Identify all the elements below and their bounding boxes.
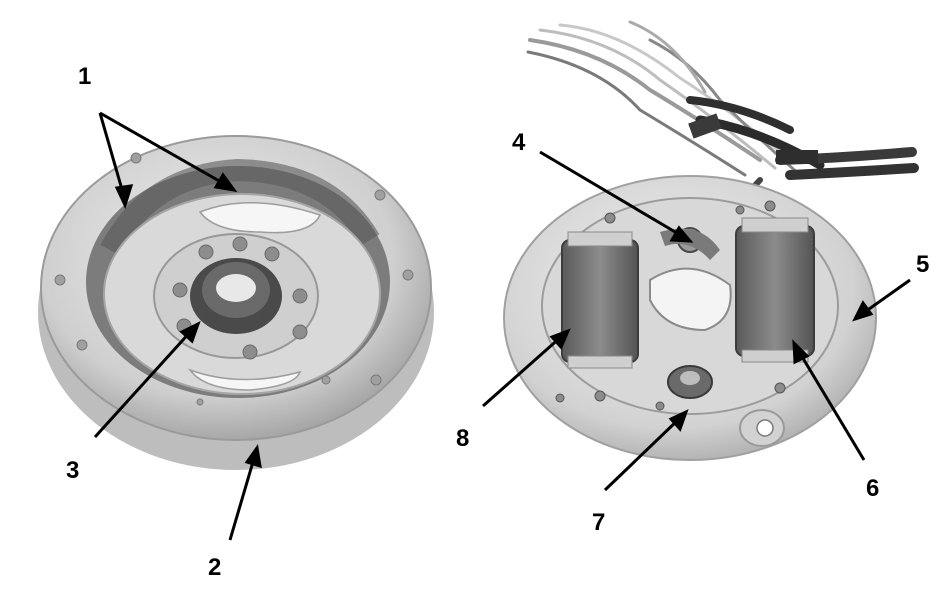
callout-2: 2 [208, 554, 221, 581]
callout-5: 5 [916, 251, 929, 278]
left-coil-core-top [568, 232, 632, 246]
callout-4: 4 [512, 129, 526, 156]
wire-connector [776, 150, 818, 164]
callout-3: 3 [66, 457, 79, 484]
callout-8: 8 [456, 425, 469, 452]
flywheel-bore [216, 274, 256, 302]
stator-assembly [504, 22, 914, 460]
left-coil-core-bottom [568, 356, 632, 368]
left-coil [562, 240, 638, 362]
callout-1: 1 [78, 63, 91, 90]
callout-7: 7 [592, 509, 605, 536]
condenser-top [680, 371, 700, 385]
right-coil [736, 226, 814, 356]
mounting-hole [757, 420, 773, 436]
callout-6: 6 [866, 475, 879, 502]
flywheel [38, 136, 434, 470]
right-coil-core-top [742, 218, 808, 232]
